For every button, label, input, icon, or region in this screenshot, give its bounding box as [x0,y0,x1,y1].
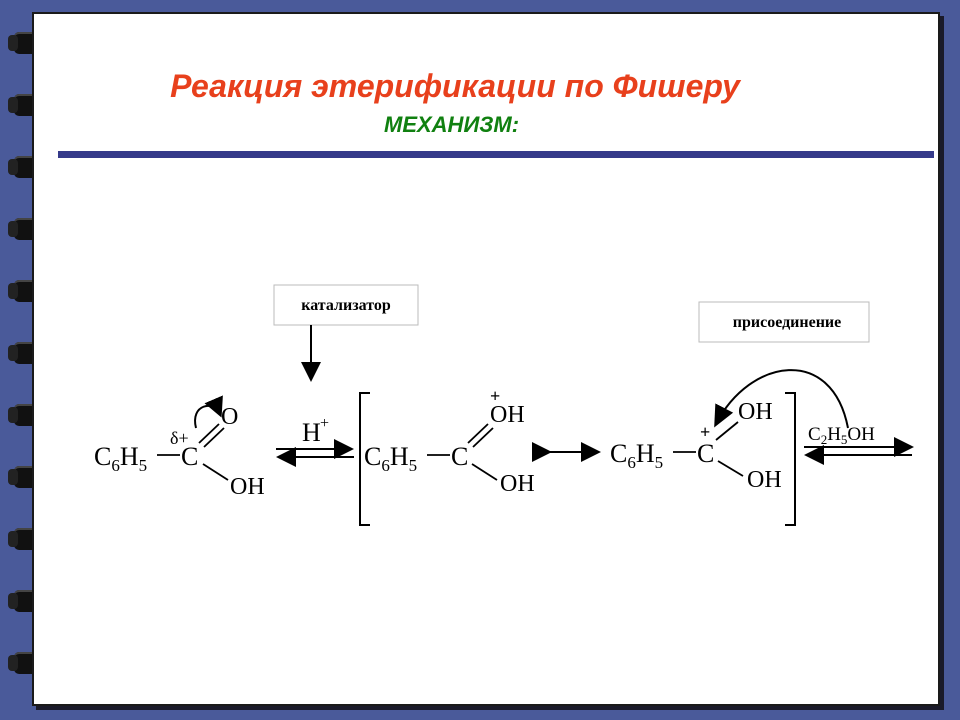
cation-b-bottom-hydroxyl: OH [747,467,782,493]
cation-a-carbon: C [451,442,468,471]
protonated-acid-form-a: C6H5 C OH + OH [364,386,535,497]
acid-carbon: C [181,442,198,471]
cation-a-bottom-hydroxyl: OH [500,471,535,497]
cation-b-top-bond [715,421,739,441]
acid-double-bond-1 [198,423,220,444]
acid-phenyl-group: C6H5 [94,442,147,475]
acid-delta-charge: δ+ [170,428,189,448]
alcohol-addition-equilibrium: C2H5OH [804,424,914,465]
acid-hydroxyl: OH [230,474,265,500]
acid-carbonyl-oxygen: O [221,404,238,430]
ethanol-reagent: C2H5OH [808,424,875,447]
cation-a-phenyl-group: C6H5 [364,442,417,475]
protonation-equilibrium: H + [276,415,354,467]
acid-oh-bond [202,463,229,481]
addition-label-box: присоединение [698,301,870,343]
left-bracket [359,392,370,526]
proton-charge: + [320,415,329,432]
proton-symbol: H [302,418,321,447]
cation-a-oh-bond [471,463,498,481]
title-divider [58,151,934,158]
right-bracket [785,392,796,526]
cation-b-phenyl-group: C6H5 [610,439,663,472]
acid-double-bond-2 [203,427,225,448]
catalyst-label-box: катализатор [273,284,419,326]
slide-title: Реакция этерификации по Фишеру [170,68,740,104]
acid-electron-shift-arrow [194,395,223,429]
cation-a-top-hydroxyl: OH [490,402,525,428]
addition-label: присоединение [733,314,842,331]
cation-b-charge: + [700,422,710,442]
cation-a-double-bond-1 [467,423,489,444]
slide-subtitle: МЕХАНИЗМ: [384,112,520,137]
cation-a-charge: + [490,386,500,406]
benzoic-acid: C6H5 C δ+ O OH [94,395,265,500]
cation-b-top-hydroxyl: OH [738,399,773,425]
protonated-acid-form-b: C6H5 C + OH OH [610,369,849,493]
cation-b-carbon: C [697,439,714,468]
catalyst-label: катализатор [301,297,391,314]
nucleophile-attack-arrow [714,369,849,429]
cation-a-double-bond-2 [472,427,494,448]
slide-page [32,12,940,706]
cation-b-bottom-bond [717,460,744,477]
